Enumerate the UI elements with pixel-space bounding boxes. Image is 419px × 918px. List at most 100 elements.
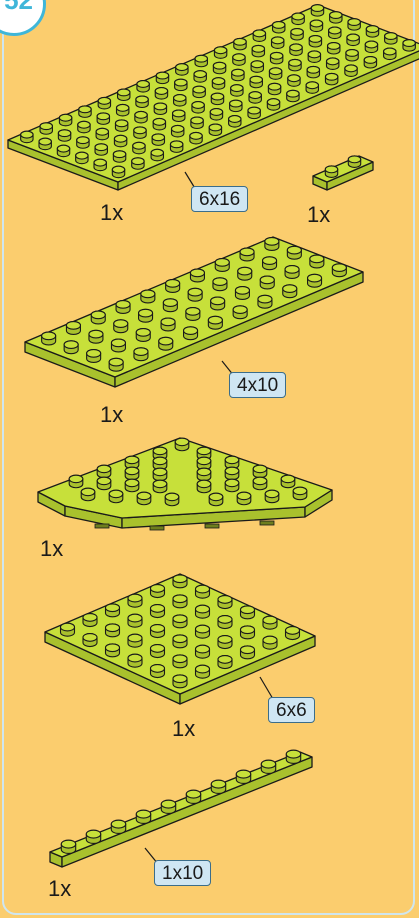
- stud-top: [365, 25, 380, 34]
- stud-top: [187, 287, 203, 297]
- stud-top: [175, 63, 189, 72]
- stud-top: [257, 294, 273, 304]
- stud-top: [172, 574, 188, 584]
- stud-top: [364, 40, 379, 49]
- stud-top: [309, 254, 325, 264]
- stud-top: [149, 624, 166, 633]
- stud-top: [252, 476, 268, 486]
- stud-top: [231, 68, 245, 77]
- stud-top: [65, 320, 81, 330]
- stud-top: [239, 605, 256, 615]
- part-quantity: 1x: [172, 716, 196, 741]
- stud-top: [172, 674, 188, 684]
- plate-6x16-image: [7, 4, 419, 191]
- stud-top: [135, 809, 152, 819]
- stud-top: [194, 644, 211, 654]
- stud-top: [196, 446, 212, 456]
- stud-top: [90, 310, 106, 320]
- stud-top: [196, 467, 212, 477]
- stud-top: [344, 64, 358, 73]
- stud-top: [251, 44, 266, 53]
- plate-side: [61, 756, 313, 868]
- stud-top: [154, 87, 169, 95]
- stud-top: [111, 165, 126, 174]
- stud-top: [94, 143, 108, 152]
- stud-top: [88, 329, 104, 339]
- stud-top: [264, 236, 280, 246]
- stud-top: [63, 340, 79, 350]
- stud-top: [127, 633, 143, 643]
- stud-top: [325, 57, 340, 66]
- stud-top: [124, 478, 140, 488]
- stud-top: [309, 19, 324, 28]
- stud-top: [80, 487, 96, 497]
- part-size-label: 6x16: [191, 186, 249, 212]
- stud-top: [131, 157, 145, 166]
- stud-top: [212, 277, 228, 287]
- stud-top: [76, 136, 90, 145]
- stud-top: [172, 634, 188, 644]
- stud-top: [59, 622, 76, 632]
- stud-top: [250, 60, 265, 69]
- stud-top: [115, 103, 130, 112]
- stud-top: [308, 34, 323, 43]
- stud-top: [185, 789, 202, 799]
- stud-top: [328, 26, 342, 35]
- stud-top: [237, 266, 253, 276]
- stud-top: [152, 467, 168, 477]
- stud-top: [269, 51, 284, 60]
- stud-top: [150, 148, 165, 157]
- stud-top: [229, 99, 243, 108]
- stud-top: [306, 65, 321, 74]
- stud-top: [383, 47, 397, 56]
- stud-top: [305, 81, 320, 90]
- stud-top: [286, 245, 302, 255]
- stud-top: [234, 285, 250, 295]
- stud-top: [310, 4, 325, 13]
- stud-top: [96, 112, 111, 121]
- stud-top: [214, 257, 230, 267]
- stud-top: [239, 645, 256, 655]
- plate-notch: [94, 523, 110, 529]
- stud-top: [331, 263, 347, 273]
- stud-top: [247, 106, 261, 115]
- stud-top: [207, 315, 223, 325]
- stud-top: [194, 54, 208, 63]
- stud-top: [41, 331, 57, 341]
- stud-top: [262, 635, 278, 645]
- stud-top: [172, 654, 188, 664]
- stud-top: [249, 75, 263, 84]
- stud-top: [239, 625, 256, 635]
- stud-top: [174, 78, 188, 87]
- stud-top: [192, 85, 206, 94]
- stud-top: [212, 61, 227, 70]
- stud-top: [345, 48, 359, 57]
- stud-top: [193, 70, 207, 79]
- plate-1x2-image: [312, 155, 374, 191]
- stud-top: [208, 492, 224, 502]
- stud-top: [95, 127, 110, 136]
- stud-top: [217, 615, 233, 624]
- part-quantity: 1x: [100, 402, 124, 427]
- stud-top: [213, 46, 228, 55]
- stud-top: [183, 326, 199, 336]
- plate-notch: [149, 525, 165, 531]
- stud-top: [82, 613, 98, 622]
- stud-top: [149, 664, 166, 673]
- stud-top: [194, 604, 211, 614]
- stud-top: [267, 82, 282, 91]
- stud-top: [262, 615, 278, 625]
- stud-top: [96, 464, 112, 474]
- stud-top: [112, 150, 127, 159]
- stud-top: [124, 455, 140, 465]
- stud-top: [290, 27, 304, 36]
- stud-top: [224, 455, 240, 465]
- stud-top: [133, 126, 147, 135]
- stud-top: [210, 92, 225, 101]
- stud-top: [324, 165, 339, 174]
- stud-top: [160, 317, 176, 327]
- stud-top: [326, 41, 341, 50]
- stud-top: [149, 584, 166, 593]
- stud-top: [402, 39, 416, 48]
